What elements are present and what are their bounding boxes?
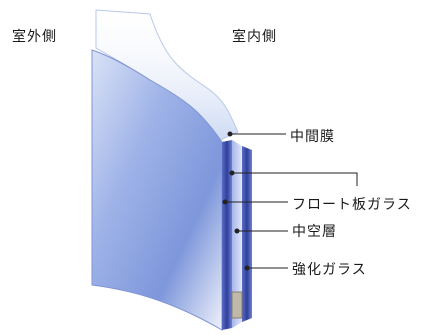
callout-interlayer-film: 中間膜 (290, 129, 335, 145)
tempered-glass-edge (242, 146, 252, 322)
leader-float-glass-a (232, 172, 358, 186)
dot-float-glass-a (229, 170, 235, 176)
dot-tempered-glass (244, 265, 250, 271)
float-glass-edge (222, 140, 232, 330)
dot-interlayer-film (227, 131, 233, 137)
outside-label: 室外側 (12, 29, 57, 45)
leader-lines (222, 131, 358, 271)
callout-tempered-glass: 強化ガラス (292, 262, 367, 278)
callout-float-glass: フロート板ガラス (292, 197, 412, 213)
spacer-bar (231, 291, 243, 319)
dot-float-glass-b (222, 199, 228, 205)
inside-label: 室内側 (232, 29, 277, 45)
callout-hollow-layer: 中空層 (292, 224, 337, 240)
dot-hollow-layer (234, 228, 240, 234)
outer-glass-face (91, 49, 223, 331)
hollow-layer-edge (232, 140, 242, 328)
